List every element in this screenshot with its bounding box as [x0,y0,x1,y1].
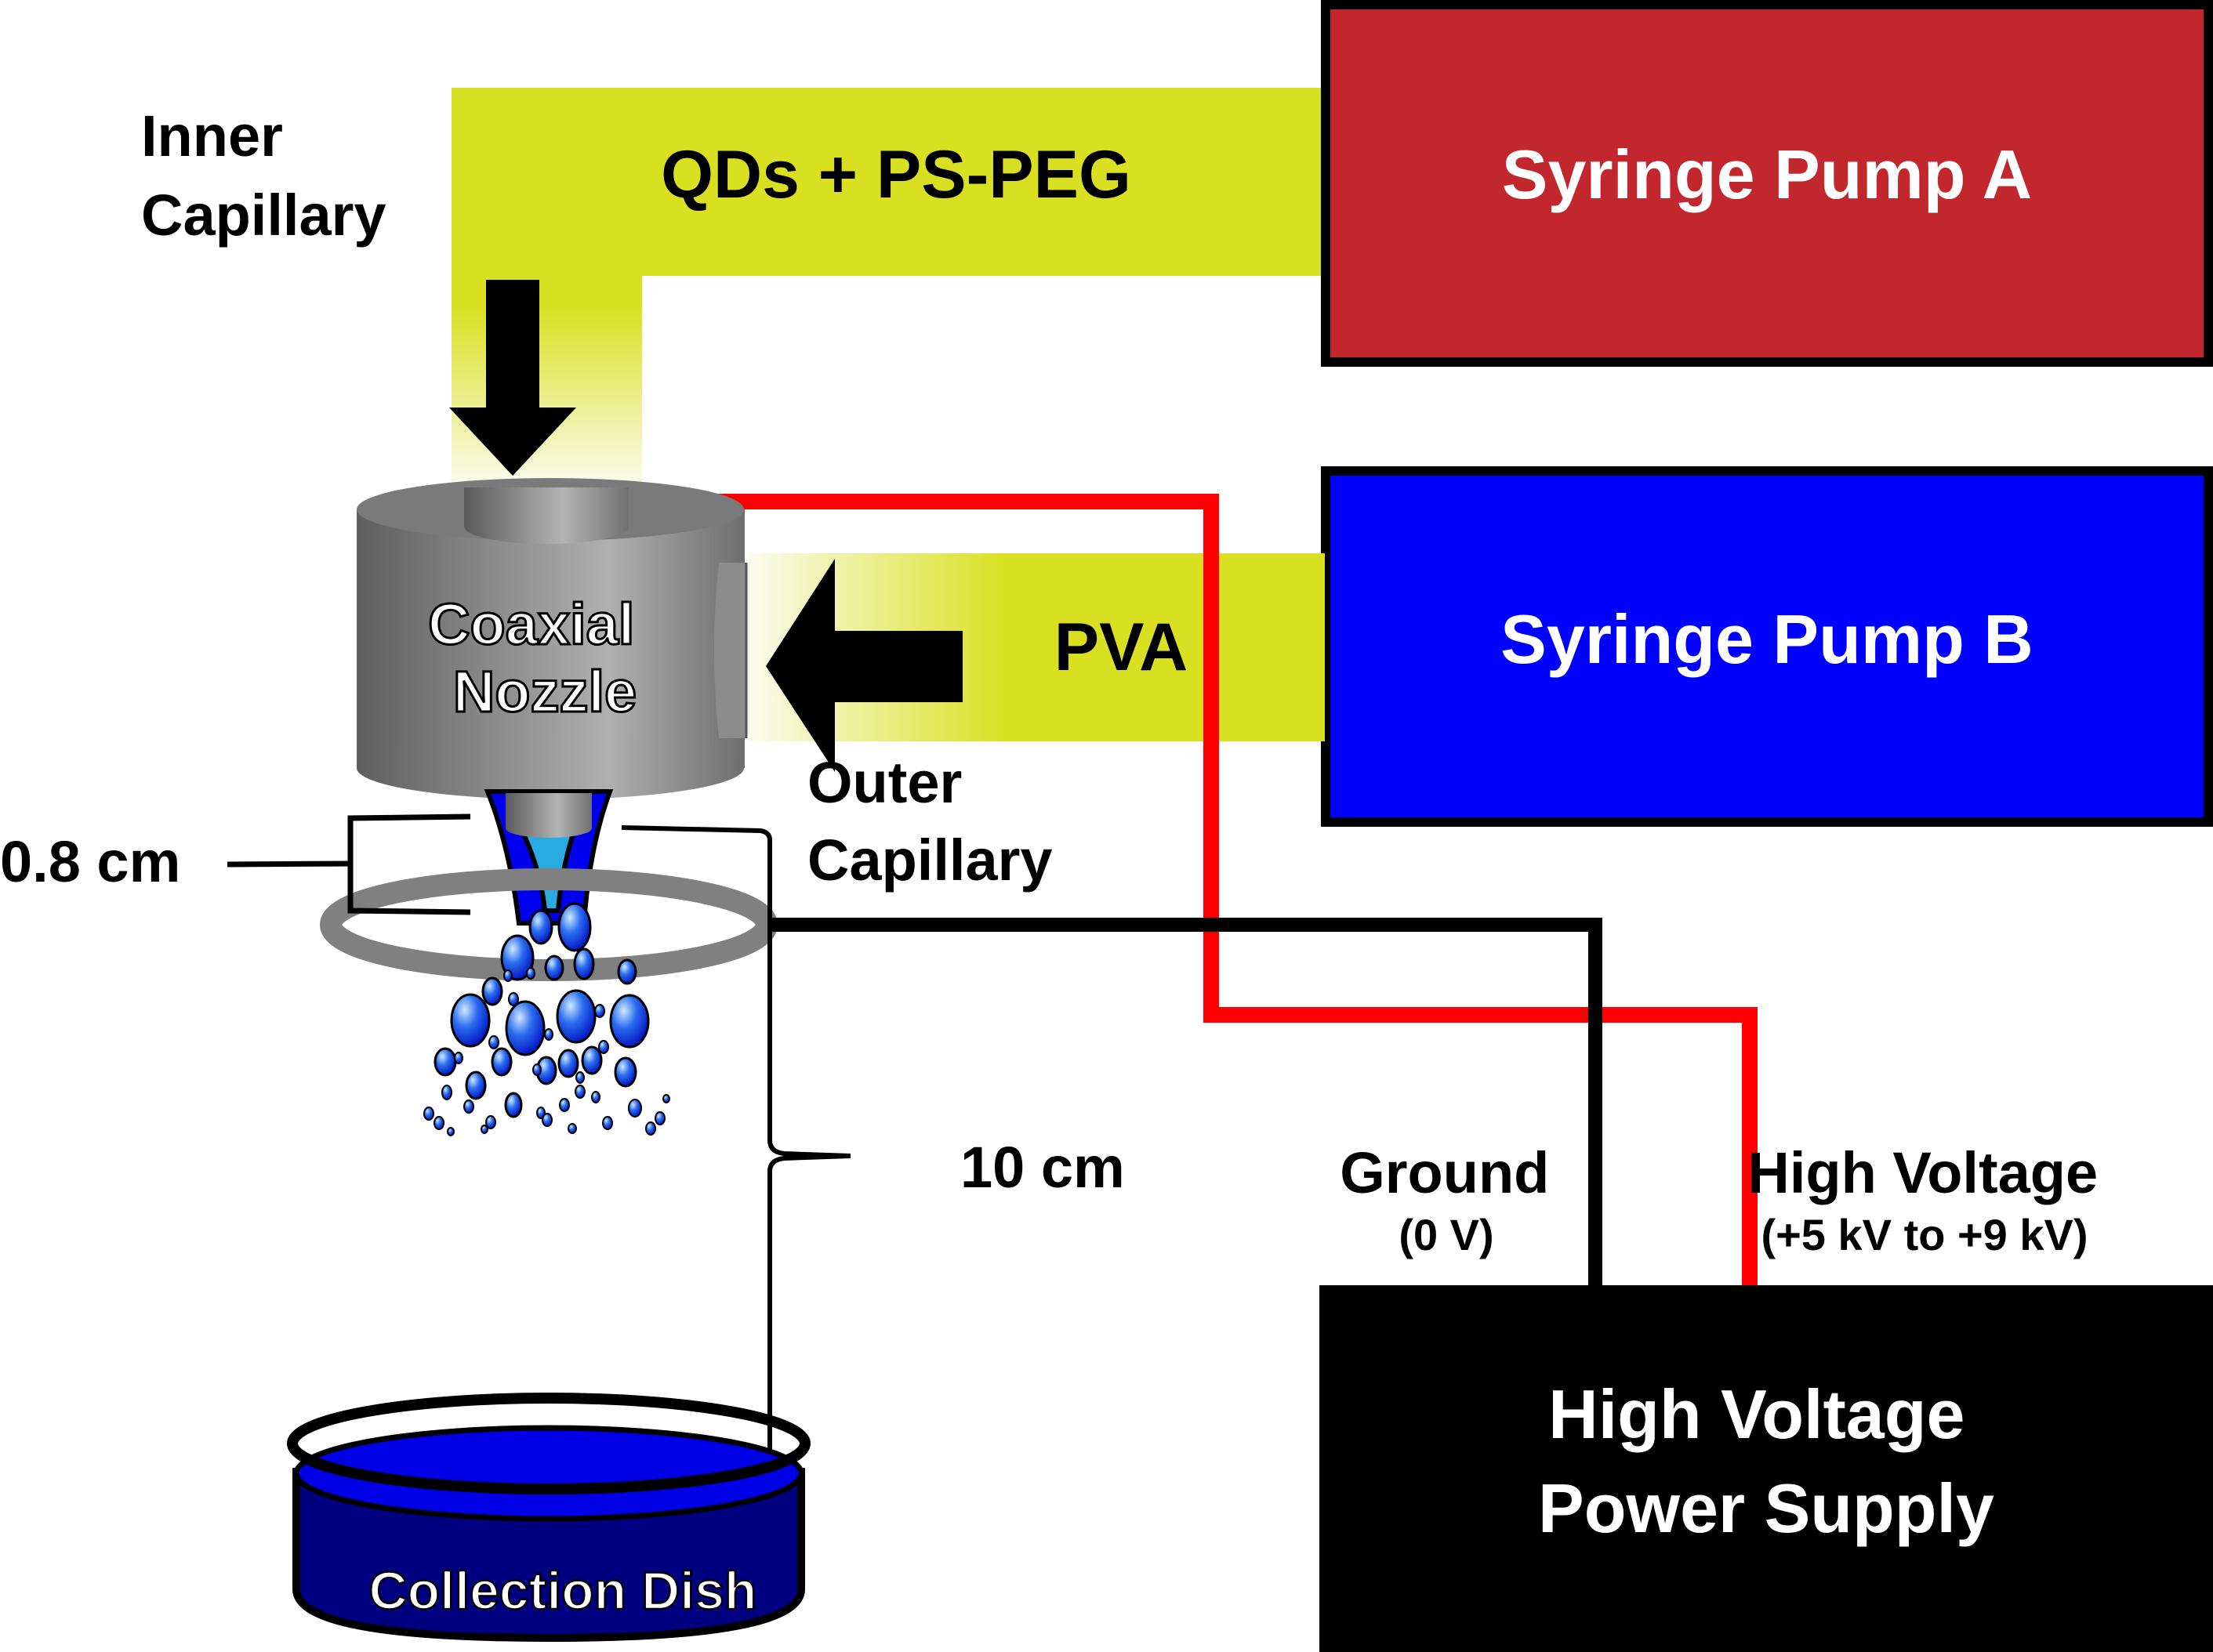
droplet [491,1047,513,1077]
ring-distance-label: 0.8 cm [0,829,180,894]
droplet [544,1028,553,1041]
collection-dish-label: Collection Dish [369,1561,757,1621]
droplet [594,1004,605,1018]
droplet [505,1000,546,1056]
nozzle-label: Coaxial Nozzle [428,592,651,724]
droplet [568,1123,577,1134]
droplet [556,989,597,1044]
droplet [481,976,503,1006]
droplet [528,909,553,945]
droplet [454,1052,463,1064]
droplet [581,1045,603,1075]
droplet [544,955,564,981]
droplet [447,1127,455,1136]
outer-solution-label: PVA [1054,610,1188,685]
droplet [450,993,491,1048]
droplet [542,1113,553,1127]
droplet [573,947,595,980]
droplet [617,958,637,985]
droplet [557,902,592,952]
down-arrow-icon [449,280,576,476]
high-voltage-wire [619,494,1758,1297]
droplet [441,1085,452,1100]
droplet [503,969,513,982]
coaxial-nozzle [357,478,748,799]
droplet [557,1049,579,1078]
pump-b-label: Syringe Pump B [1500,600,2033,678]
collector-distance-label: 10 cm [960,1135,1125,1200]
droplet [575,1071,585,1084]
droplet [423,1107,434,1121]
high-voltage-power-supply [1319,1285,2213,1652]
inner-capillary-tube [452,88,1325,487]
high-voltage-label: High Voltage (+5 kV to +9 kV) [1747,1140,2101,1259]
syringe-pump-a [1321,0,2213,367]
droplet [504,1092,523,1118]
droplet [485,1115,496,1129]
droplet [655,1111,666,1125]
ground-wire [772,918,1602,1289]
droplet [526,967,535,980]
pump-a-label: Syringe Pump A [1502,136,2032,213]
inner-solution-label: QDs + PS-PEG [661,137,1131,212]
droplet [481,1125,488,1134]
ground-label: Ground (0 V) [1340,1140,1553,1259]
droplet [628,1099,642,1118]
droplet [532,1063,542,1076]
droplet [434,1047,457,1077]
syringe-pump-b [1321,466,2213,827]
collection-dish [287,1393,811,1643]
droplet [434,1116,444,1130]
droplet [602,1116,613,1130]
droplet [598,1040,609,1054]
inner-capillary-label: Inner Capillary [141,103,386,248]
spray-droplets [423,902,670,1136]
droplet [609,994,650,1049]
power-supply-label: High Voltage Power Supply [1538,1375,1994,1547]
droplet [508,992,519,1006]
droplet [591,1091,600,1103]
droplet [662,1094,670,1103]
droplet [575,1085,586,1099]
droplet [488,1035,499,1049]
droplet [463,1100,474,1114]
droplet [500,934,535,981]
droplet [614,1056,637,1088]
left-arrow-icon [766,559,963,772]
ring-distance-bracket [227,813,471,915]
outer-capillary-label: Outer Capillary [807,750,1053,893]
droplet [465,1071,487,1100]
nozzle-tip [484,789,614,926]
droplet [559,1098,570,1112]
droplet [645,1121,656,1136]
